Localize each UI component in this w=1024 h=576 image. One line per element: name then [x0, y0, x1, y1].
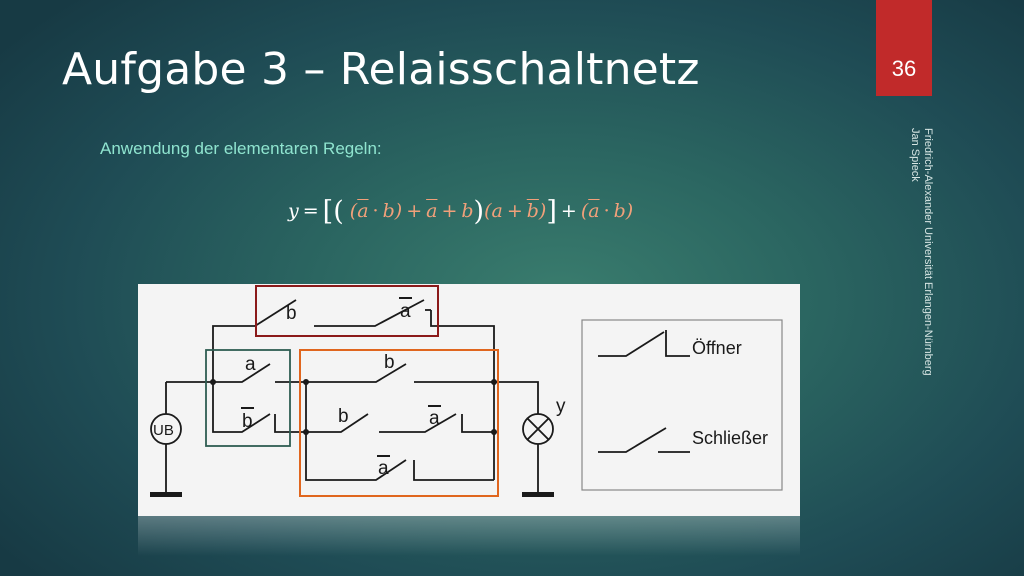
formula-term-b: b [461, 200, 474, 222]
formula-g1-close: ) [394, 200, 403, 222]
formula-g3-a: a [588, 200, 600, 222]
contact-mid-b [306, 363, 494, 383]
green-highlight-box [205, 349, 291, 447]
ground-right-icon [522, 492, 554, 497]
formula-paren-close: ) [473, 196, 485, 227]
source-icon [150, 413, 182, 445]
label-row2-a: a [429, 408, 440, 429]
boolean-formula: y=[( (a·b)+a+b)(a+b)]+(a·b) [288, 196, 633, 227]
junction-2 [303, 379, 309, 385]
side-footer-university: Friedrich-Alexander Universität Erlangen… [922, 128, 934, 376]
label-top-a: a [400, 301, 411, 322]
contact-row3 [305, 432, 494, 481]
formula-g3-dot: · [603, 200, 610, 222]
slide-number: 36 [876, 0, 932, 96]
formula-g1-dot: · [372, 200, 379, 222]
label-left-a: a [245, 354, 256, 375]
label-source-ub: UB [153, 422, 174, 439]
lamp-icon [522, 413, 554, 445]
formula-bracket-close: ] [546, 196, 557, 227]
formula-g2-a: a [491, 200, 503, 222]
wire-to-lamp [494, 381, 539, 414]
diagram-reflection [138, 516, 800, 556]
formula-g2-plus: + [506, 200, 523, 222]
contacts-row2 [306, 413, 494, 433]
formula-plus2: + [441, 200, 458, 222]
label-row2-b: b [338, 406, 349, 427]
formula-plus1: + [406, 200, 423, 222]
formula-g2-open: ( [484, 200, 492, 222]
formula-g3-open: ( [580, 200, 589, 222]
red-highlight-box [255, 285, 439, 337]
junction-5 [491, 429, 497, 435]
formula-eq: = [302, 200, 319, 222]
legend-oeffner-symbol [598, 330, 690, 357]
slide-subtitle: Anwendung der elementaren Regeln: [100, 139, 382, 158]
side-footer: Friedrich-Alexander Universität Erlangen… [909, 128, 934, 428]
wire-top-up [212, 325, 255, 382]
label-mid-b: b [384, 352, 395, 373]
formula-g3-b: b [613, 200, 626, 222]
side-footer-author: Jan Spieck [909, 128, 921, 182]
ground-left-icon [150, 492, 182, 497]
orange-highlight-box [299, 349, 499, 497]
formula-bracket-open: [ [322, 196, 334, 227]
formula-lhs: y [288, 200, 299, 222]
junction-1 [210, 379, 216, 385]
label-left-b: b [242, 411, 253, 432]
wire-top-right [430, 310, 495, 382]
junction-3 [303, 429, 309, 435]
formula-g1-a: a [357, 200, 369, 222]
contact-left-b [212, 382, 306, 433]
relay-circuit-svg: b a a b b b a a y Öffner Schließer UB [138, 284, 800, 516]
relay-circuit-diagram: b a a b b b a a y Öffner Schließer UB [138, 284, 800, 516]
formula-g2-close: ) [538, 200, 547, 222]
formula-g2-b: b [526, 200, 539, 222]
diagram-background [138, 284, 800, 516]
junction-4 [491, 379, 497, 385]
contact-top-b-arm [254, 299, 297, 327]
formula-g1-b: b [382, 200, 395, 222]
formula-g3-close: ) [625, 200, 634, 222]
label-output-y: y [556, 396, 566, 417]
formula-g1-open: ( [349, 200, 358, 222]
contact-top-a-arm [314, 299, 425, 327]
label-row3-a: a [378, 458, 389, 479]
lamp-cross [526, 417, 550, 441]
legend-oeffner-label: Öffner [692, 338, 742, 358]
legend-box [581, 319, 783, 491]
legend-schliesser-symbol [598, 427, 690, 453]
formula-plus3: + [560, 200, 577, 222]
label-top-b: b [286, 303, 297, 324]
formula-term-a: a [426, 200, 438, 222]
legend-schliesser-label: Schließer [692, 428, 768, 448]
slide-title: Aufgabe 3 – Relaisschaltnetz [62, 44, 700, 95]
formula-paren-open: ( [333, 196, 344, 227]
